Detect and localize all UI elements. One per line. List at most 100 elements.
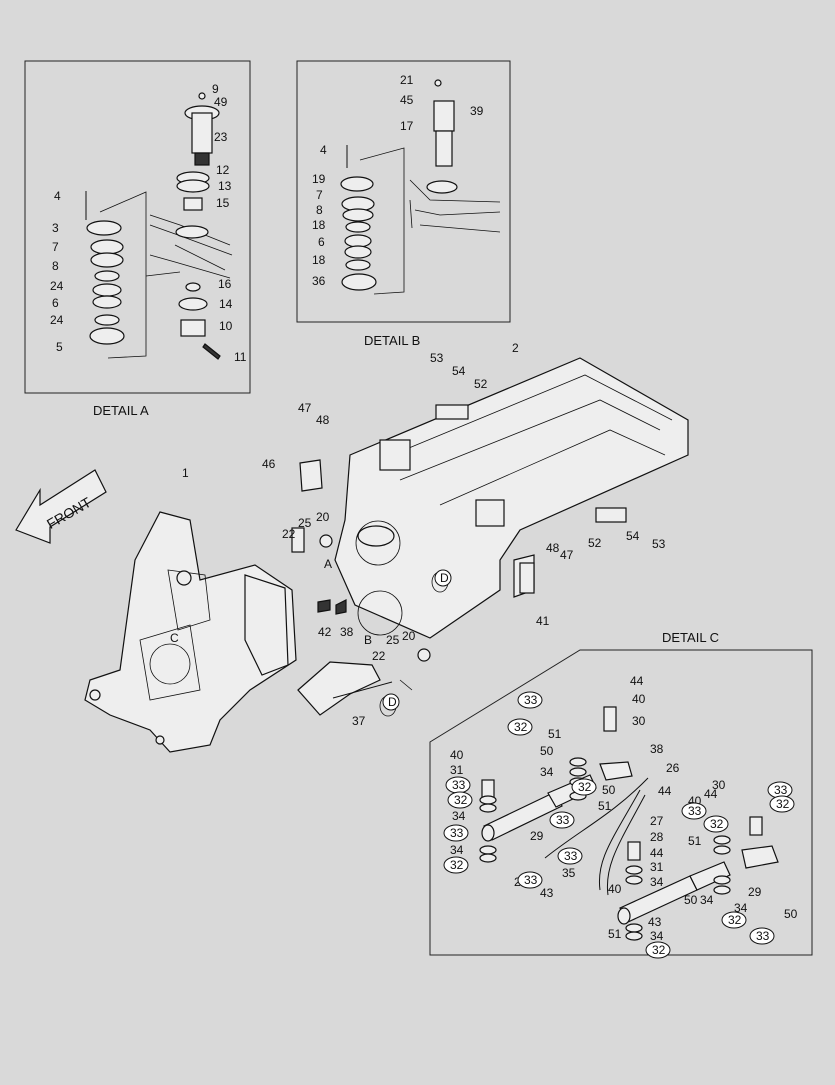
- part-callout: 32: [514, 720, 528, 734]
- part-callout: 35: [562, 866, 576, 880]
- part-callout: 18: [312, 218, 326, 232]
- rear-frame: [299, 357, 689, 639]
- part-callout: 22: [372, 649, 386, 663]
- part-callout: 44: [658, 784, 672, 798]
- part-callout: 11: [234, 350, 247, 364]
- part-callout: 7: [316, 188, 323, 202]
- part-callout: 38: [650, 742, 664, 756]
- part-callout: 47: [298, 401, 312, 415]
- part-callout: 33: [564, 849, 578, 863]
- part-callout: 32: [776, 797, 790, 811]
- part-callout: 29: [748, 885, 762, 899]
- detail-c-panel: [429, 649, 813, 956]
- part-callout: 54: [452, 364, 466, 378]
- part-callout: 20: [316, 510, 330, 524]
- part-callout: 34: [450, 843, 464, 857]
- part-callout: 32: [450, 858, 464, 872]
- part-callout: 33: [688, 804, 702, 818]
- part-callout: 44: [704, 787, 718, 801]
- part-callout: 52: [474, 377, 488, 391]
- part-callout: 33: [556, 813, 570, 827]
- front-arrow: FRONT: [15, 469, 107, 544]
- part-callout: 51: [688, 834, 702, 848]
- part-callout: 51: [548, 727, 562, 741]
- detail-a-panel: [24, 60, 251, 394]
- part-callout: 53: [652, 537, 666, 551]
- part-callout: 33: [452, 778, 466, 792]
- part-callout: 34: [452, 809, 466, 823]
- part-callout: 15: [216, 196, 230, 210]
- part-callout: 42: [318, 625, 332, 639]
- part-callout: 8: [316, 203, 323, 217]
- part-callout: 21: [400, 73, 414, 87]
- part-callout: 40: [450, 748, 464, 762]
- detail-c-caption: DETAIL C: [662, 630, 719, 645]
- part-callout: 12: [216, 163, 230, 177]
- part-callout: 18: [312, 253, 326, 267]
- detail-b-caption: DETAIL B: [364, 333, 420, 348]
- part-callout: 34: [700, 893, 714, 907]
- callout-circle: [443, 824, 469, 842]
- part-callout: 30: [712, 778, 726, 792]
- part-callout: 49: [214, 95, 228, 109]
- part-callout: 43: [648, 915, 662, 929]
- callout-circle: [382, 693, 400, 711]
- part-callout: 31: [650, 860, 664, 874]
- part-callout: 34: [540, 765, 554, 779]
- part-callout: 33: [774, 783, 788, 797]
- part-callout: 26: [666, 761, 680, 775]
- part-callout: 50: [784, 907, 798, 921]
- part-callout: 32: [454, 793, 468, 807]
- part-callout: 50: [540, 744, 554, 758]
- callout-circle: [434, 569, 452, 587]
- part-callout: 30: [632, 714, 646, 728]
- part-callout: D: [388, 695, 397, 709]
- part-callout: D: [440, 571, 449, 585]
- part-callout: 24: [50, 279, 64, 293]
- callout-circle: [571, 778, 597, 796]
- part-callout: 34: [734, 901, 748, 915]
- part-callout: 25: [386, 633, 400, 647]
- part-callout: 22: [282, 527, 296, 541]
- part-callout: 48: [546, 541, 560, 555]
- detail-a-caption: DETAIL A: [93, 403, 149, 418]
- callout-circle: [703, 815, 729, 833]
- part-callout: 20: [402, 629, 416, 643]
- part-callout: 33: [524, 693, 538, 707]
- part-callout: 32: [578, 780, 592, 794]
- part-callout: 6: [52, 296, 59, 310]
- part-callout: 17: [400, 119, 414, 133]
- detail-b-panel: [296, 60, 511, 323]
- part-callout: 2: [512, 341, 519, 355]
- part-callout: 6: [318, 235, 325, 249]
- part-callout: 13: [218, 179, 232, 193]
- part-callout: 39: [470, 104, 484, 118]
- part-callout: 50: [602, 783, 616, 797]
- part-callout: 36: [312, 274, 326, 288]
- callout-circle: [507, 718, 533, 736]
- part-callout: 33: [450, 826, 464, 840]
- part-callout: 32: [652, 943, 666, 957]
- part-callout: 16: [218, 277, 232, 291]
- part-callout: 29: [530, 829, 544, 843]
- part-callout: 54: [626, 529, 640, 543]
- part-callout: 10: [219, 319, 233, 333]
- part-callout: 45: [400, 93, 414, 107]
- part-callout: 31: [450, 763, 464, 777]
- part-callout: 50: [684, 893, 698, 907]
- part-callout: 38: [340, 625, 354, 639]
- part-callout: 27: [650, 814, 664, 828]
- part-callout: B: [364, 633, 372, 647]
- callout-circle: [769, 795, 795, 813]
- part-callout: 51: [598, 799, 612, 813]
- part-callout: 14: [219, 297, 233, 311]
- detail-c-callouts: 4440303351325034323826444031503351323334…: [443, 674, 798, 959]
- callout-circle: [447, 791, 473, 809]
- part-callout: 48: [316, 413, 330, 427]
- callout-circle: [721, 911, 747, 929]
- part-callout: 25: [298, 516, 312, 530]
- part-callout: A: [324, 557, 332, 571]
